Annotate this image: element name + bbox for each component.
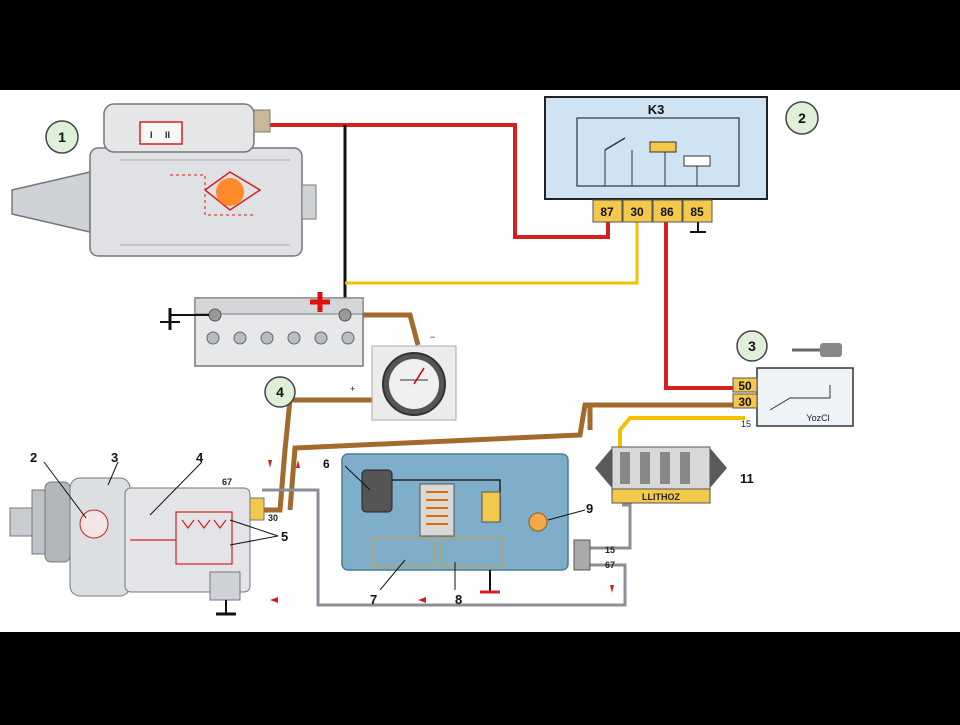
- ammeter-plus-sign: +: [350, 384, 355, 394]
- key-icon: [792, 343, 842, 357]
- relay-terminal-30: 30: [630, 205, 644, 219]
- fuse-box-number: 11: [740, 471, 754, 486]
- wire-red-starter-to-relay: [270, 123, 610, 239]
- wire-brown-battery-ammeter: [345, 312, 421, 346]
- relay-85-ground: [690, 222, 706, 233]
- ignition-label: YozCl: [806, 413, 829, 423]
- callout-ammeter-number: 4: [276, 384, 284, 400]
- battery: [160, 292, 364, 367]
- relay-terminal-86: 86: [660, 205, 674, 219]
- callout-relay-number: 2: [798, 110, 806, 126]
- wire-red-relay-to-ignition: [664, 222, 735, 390]
- wire-brown-generator-ignition: [287, 402, 735, 511]
- ignition-handwritten-mark: 15: [741, 419, 751, 429]
- generator-callout-2: 2: [30, 450, 37, 465]
- relay-title: K3: [648, 102, 665, 117]
- generator-callout-5: 5: [281, 529, 288, 544]
- generator-callout-3: 3: [111, 450, 118, 465]
- relay-terminal-85: 85: [690, 205, 704, 219]
- wire-yellow-relay-30: [345, 222, 639, 285]
- callout-ignition: [736, 330, 768, 362]
- callout-starter-number: 1: [58, 129, 66, 145]
- relay-k3: [544, 96, 768, 200]
- relay-terminal-87: 87: [600, 205, 614, 219]
- svg-text:I: I: [150, 130, 153, 140]
- regulator-callout-8: 8: [455, 592, 462, 607]
- generator-callouts: [43, 461, 279, 546]
- callout-starter: [45, 120, 79, 154]
- starter-motor: I II: [11, 103, 317, 257]
- generator-callout-4: 4: [196, 450, 204, 465]
- voltage-regulator: [341, 453, 591, 594]
- regulator-callout-9: 9: [586, 501, 593, 516]
- wire-brown-ammeter-generator: [262, 397, 375, 513]
- svg-text:II: II: [165, 130, 170, 140]
- regulator-callout-7: 7: [370, 592, 377, 607]
- regulator-callouts: [344, 465, 586, 591]
- regulator-callout-6: 6: [323, 457, 330, 471]
- generator-terminal-30: 30: [268, 513, 278, 523]
- ammeter: [371, 345, 457, 421]
- relay-terminals: 87 30 86 85: [592, 199, 713, 223]
- fuse-box: [595, 446, 727, 504]
- ignition-terminal-50: 50: [738, 379, 752, 393]
- generator-terminal-67: 67: [222, 477, 232, 487]
- callout-ammeter: [264, 376, 296, 408]
- regulator-terminal-67: 67: [605, 560, 615, 570]
- wire-yellow-ignition-fuse: [618, 416, 745, 450]
- wire-gray-67-loop: [262, 488, 627, 607]
- callout-relay: [785, 101, 819, 135]
- ammeter-minus-sign: −: [430, 332, 435, 342]
- regulator-terminal-15: 15: [605, 545, 615, 555]
- callout-ignition-number: 3: [748, 338, 756, 354]
- fuse-box-label: LLITHOZ: [642, 492, 680, 502]
- generator: [9, 477, 265, 616]
- wire-gray-15: [590, 503, 632, 550]
- ignition-switch: [732, 367, 854, 427]
- ignition-terminal-30: 30: [738, 395, 752, 409]
